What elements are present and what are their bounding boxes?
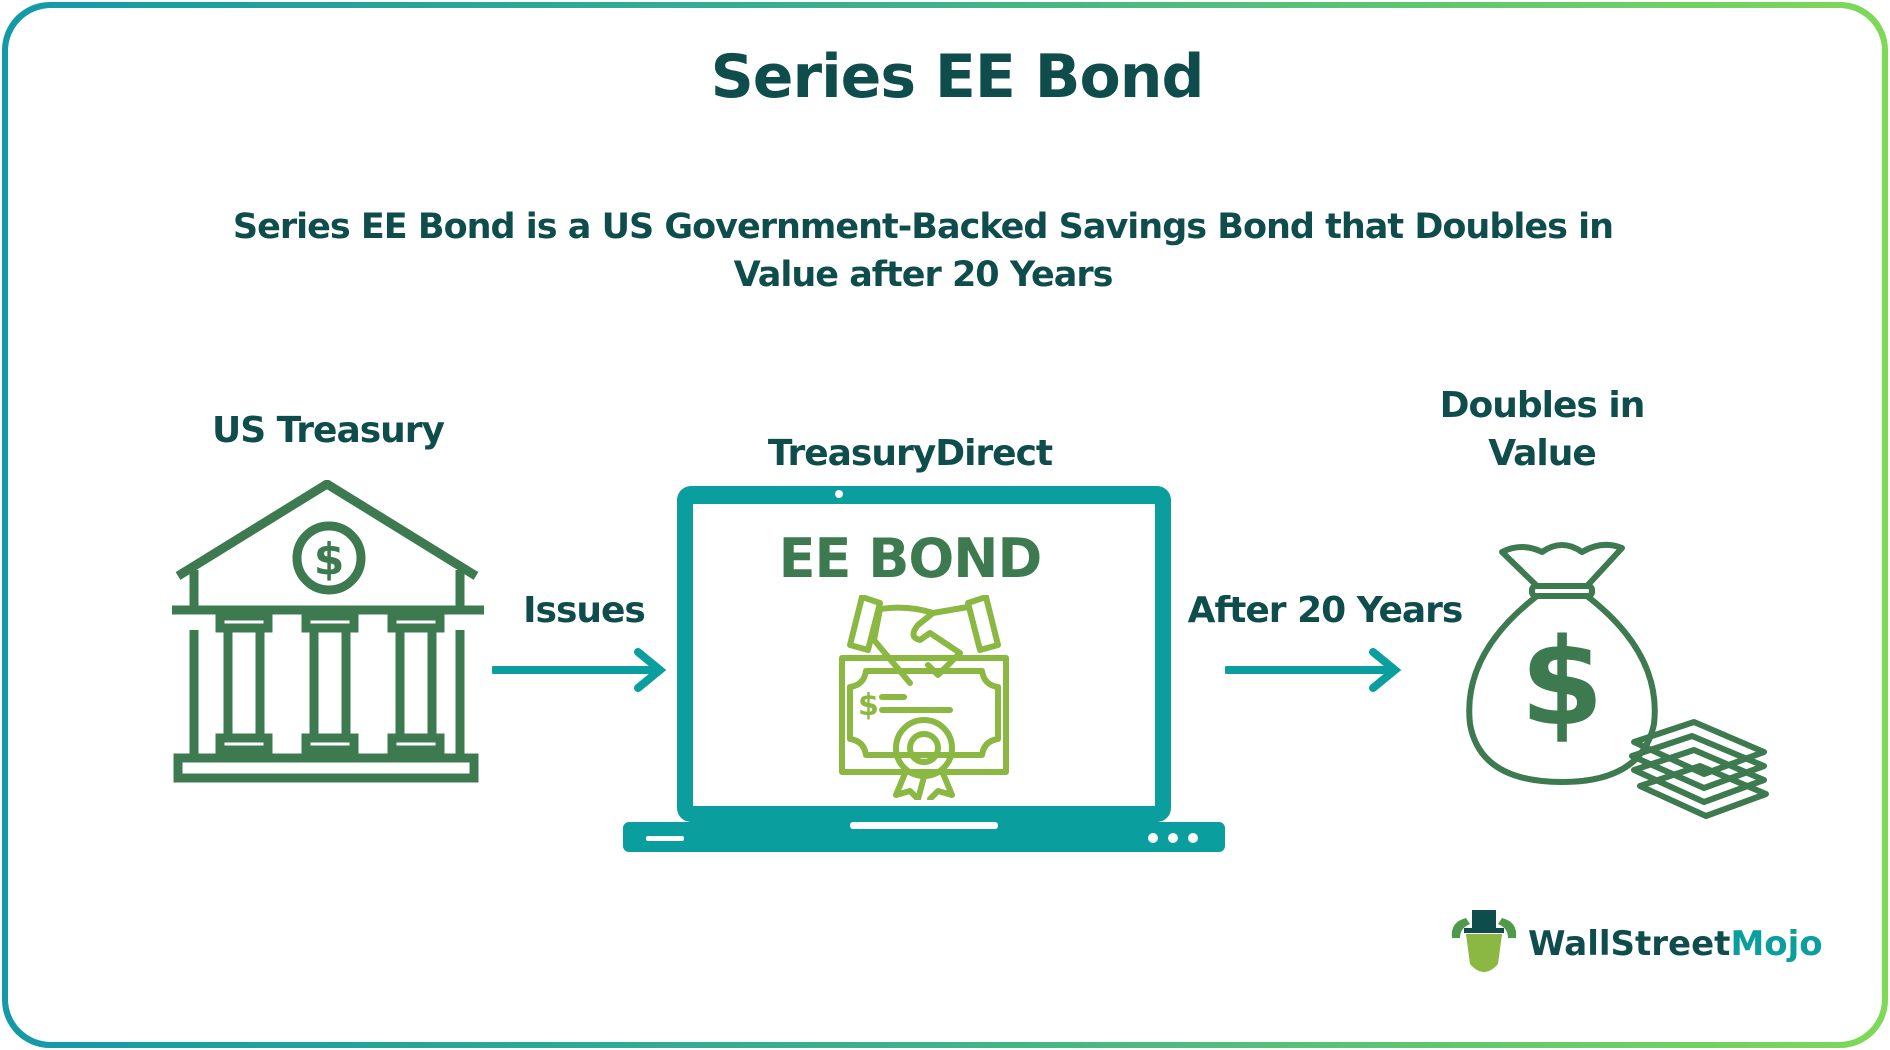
arrow-right-icon (1225, 648, 1402, 692)
bull-mascot-icon (1451, 910, 1517, 972)
money-bag-icon: $ (1466, 541, 1769, 819)
subtitle-line-1: Series EE Bond is a US Government-Backed… (232, 207, 1614, 247)
ee-bond-screen-text: EE BOND (778, 527, 1043, 590)
arrow-right-icon (492, 648, 667, 692)
subtitle-line-2: Value after 20 Years (733, 255, 1114, 295)
svg-text:$: $ (1520, 614, 1604, 753)
issues-label: Issues (523, 590, 646, 631)
after-20-years-label: After 20 Years (1187, 590, 1464, 631)
bank-icon: $ (172, 480, 484, 783)
bond-certificate-icon: $ (839, 595, 1009, 800)
svg-text:$: $ (858, 688, 879, 723)
logo-text-mojo: Mojo (1730, 924, 1823, 964)
doubles-in-value-line-2: Value (1488, 433, 1597, 474)
doubles-in-value-line-1: Doubles in (1439, 385, 1646, 426)
page-title: Series EE Bond (710, 42, 1205, 112)
us-treasury-label: US Treasury (211, 410, 445, 451)
svg-text:$: $ (314, 534, 345, 585)
treasurydirect-label: TreasuryDirect (767, 433, 1053, 474)
logo-text-wallstreet: WallStreet (1528, 924, 1731, 964)
